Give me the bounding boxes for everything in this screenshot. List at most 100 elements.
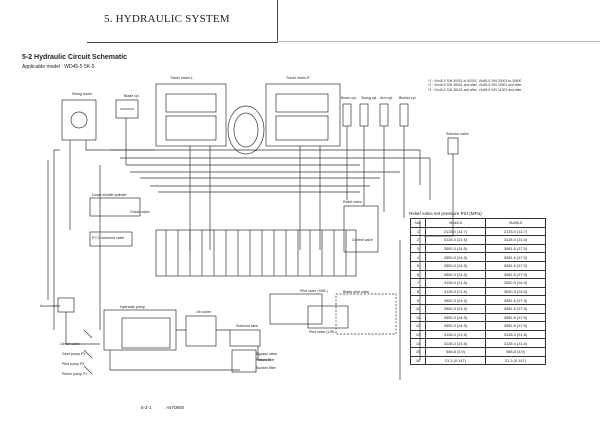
table-cell: 3550.3 (24.5) <box>485 286 546 297</box>
table-cell: 21.3 (0.147) <box>425 355 486 366</box>
label-return-filter: Return filter <box>256 358 275 362</box>
table-cell: 3550.3 (24.5) <box>425 260 486 271</box>
travel-motor-right-symbol <box>265 83 341 147</box>
pilot-valve-lr-symbol <box>307 305 349 329</box>
table-cell: 2 <box>410 235 426 245</box>
pto-solenoid-valve-symbol <box>89 231 133 247</box>
label-pilot-valve-swl: Pilot valve (SWL) <box>300 289 328 293</box>
label-pilot-pump: Pilot pump P4 <box>62 362 85 366</box>
table-cell: 3128.4 (21.6) <box>425 286 486 297</box>
document-code: A470650 <box>166 405 185 410</box>
label-boom-cyl: Boom cyl. <box>341 96 357 100</box>
table-cell: 3550.3 (24.5) <box>425 269 486 280</box>
swing-cylinder-symbol <box>359 103 369 127</box>
table-cell: 568.8 (3.9) <box>425 346 486 357</box>
label-pilot-valve-lr: Pilot valve (L/R) <box>309 330 335 334</box>
label-blade-cyl: Blade cyl. <box>124 94 140 98</box>
label-swing-cyl: Swing cyl. <box>361 96 378 100</box>
applicable-model: Applicable model : WD45-5 5K-5 <box>22 64 95 70</box>
label-piston-pump: Piston pump P1 <box>62 372 88 376</box>
table-cell: 3981.6 (27.5) <box>485 243 546 254</box>
table-cell: 3128.4 (21.6) <box>425 338 486 348</box>
header-frame <box>87 0 278 43</box>
table-cell: 12 <box>410 321 426 331</box>
table-cell: 3128.4 (21.6) <box>485 338 546 348</box>
dozer-shuttle-valve-symbol <box>89 197 141 217</box>
table-cell: 3981.6 (27.5) <box>485 312 546 323</box>
table-header-cell: Vio45-5 <box>425 218 486 228</box>
relief-table-title: Relief valve set pressure PSI (MPa) <box>409 211 482 216</box>
table-cell: 15 <box>410 346 426 357</box>
table-cell: 3981.6 (27.5) <box>485 321 546 331</box>
header-rule <box>277 41 600 42</box>
blade-cylinder-symbol <box>115 99 139 119</box>
label-travel-motor-l: Travel motor L <box>170 76 194 80</box>
table-cell: 3128.4 (21.6) <box>425 278 486 288</box>
note-3: *3 : Vio45-5 S/N 38101 and after, Vio55-… <box>428 87 522 92</box>
table-cell: 4 <box>410 252 426 262</box>
table-cell: 14 <box>410 338 426 348</box>
control-valve-bank <box>155 229 357 277</box>
pilot-valve-swl-symbol <box>269 293 323 325</box>
table-cell: 3981.6 (27.5) <box>485 252 546 262</box>
label-accumulator: Accumulator <box>40 304 60 308</box>
accumulator-symbol <box>57 297 75 313</box>
table-cell: 1 <box>410 226 426 237</box>
label-circuit-valve: Circuit valve <box>60 342 80 346</box>
table-cell: 3550.3 (24.5) <box>425 295 486 305</box>
label-swing-motor: Swing motor <box>72 92 92 96</box>
label-hydraulic-pump: Hydraulic pump <box>120 305 145 309</box>
section-title: 5-2 Hydraulic Circuit Schematic <box>22 54 128 61</box>
table-cell: 3550.3 (24.5) <box>425 243 486 254</box>
page-number: 5-2-1 <box>141 405 152 410</box>
label-oil-cooler: Oil cooler <box>196 310 212 314</box>
bucket-cylinder-symbol <box>399 103 409 127</box>
table-cell: 3128.4 (21.6) <box>485 235 546 245</box>
label-bypass-valve: Bypass valve <box>256 352 278 356</box>
label-arm-cyl: Arm cyl. <box>380 96 393 100</box>
table-cell: 3128.4 (21.6) <box>485 329 546 340</box>
solenoid-tank-symbol <box>229 329 261 347</box>
table-header-cell: Vio55-5 <box>485 218 546 228</box>
label-control-valve: Control valve <box>352 238 373 242</box>
table-cell: 3981.6 (27.5) <box>485 303 546 314</box>
table-cell: 8 <box>410 286 426 297</box>
tank-symbol <box>231 349 257 373</box>
table-cell: 568.8 (3.9) <box>485 346 546 357</box>
table-cell: 21.3 (0.147) <box>485 355 546 366</box>
table-cell: 3550.3 (24.5) <box>425 303 486 314</box>
table-cell: 3981.6 (27.5) <box>485 295 546 305</box>
table-cell: 11 <box>410 312 426 323</box>
label-solenoid-tank: Solenoid tank <box>236 324 258 328</box>
table-cell: 3128.4 (21.6) <box>425 329 486 340</box>
oil-cooler-symbol <box>185 315 217 347</box>
table-cell: 6 <box>410 269 426 280</box>
swing-motor-symbol <box>61 99 97 141</box>
table-cell: 9 <box>410 295 426 305</box>
table-cell: 3550.3 (24.5) <box>425 252 486 262</box>
table-cell: 3 <box>410 243 426 254</box>
label-bucket-cyl: Bucket cyl. <box>399 96 417 100</box>
hydraulic-pump-symbol <box>103 309 177 351</box>
serial-notes: *1 : Vio45-5 S/N 30001 to 50001, Vio55-5… <box>428 79 522 92</box>
table-cell: 13 <box>410 329 426 340</box>
table-header-row: No. Vio45-5 Vio55-5 <box>410 218 546 228</box>
note-1: *1 : Vio45-5 S/N 30001 to 50001, Vio55-5… <box>428 79 522 83</box>
label-pto-solenoid: P.T.O solenoid valve <box>92 236 125 240</box>
table-cell: 3550.3 (24.5) <box>425 321 486 331</box>
